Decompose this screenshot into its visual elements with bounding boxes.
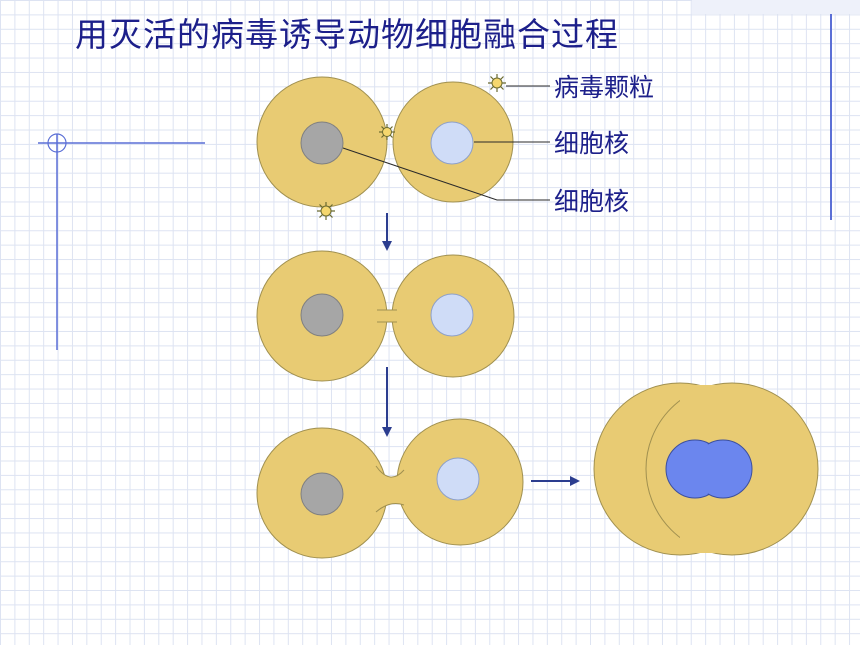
nucleus-grey [300,472,344,516]
label-nucleus-top: 细胞核 [554,129,629,158]
stage-1-separate-cells: 病毒颗粒 细胞核 细胞核 [256,73,654,220]
arrow-right-icon [531,476,580,486]
nucleus-light [436,457,480,501]
membrane-bridge [376,310,398,322]
stage-4-hybrid-cell [593,382,819,556]
arrow-down-icon [382,367,392,437]
virus-icon [317,202,335,220]
virus-icon [379,124,395,140]
leader-line-nucleus-bottom [342,147,550,201]
cytoplasm-bridge [376,466,404,512]
stage-3-cytoplasm-merging [256,418,524,559]
label-nucleus-bottom: 细胞核 [554,187,629,216]
arrow-down-icon [382,213,392,251]
virus-icon [488,74,506,92]
nucleus-grey [300,121,344,165]
nucleus-light [430,121,474,165]
label-virus: 病毒颗粒 [554,73,654,102]
stage-2-membrane-contact [256,250,515,382]
nucleus-light [430,293,474,337]
slide-decoration [38,0,860,350]
page-title: 用灭活的病毒诱导动物细胞融合过程 [75,15,619,54]
nucleus-grey [300,293,344,337]
